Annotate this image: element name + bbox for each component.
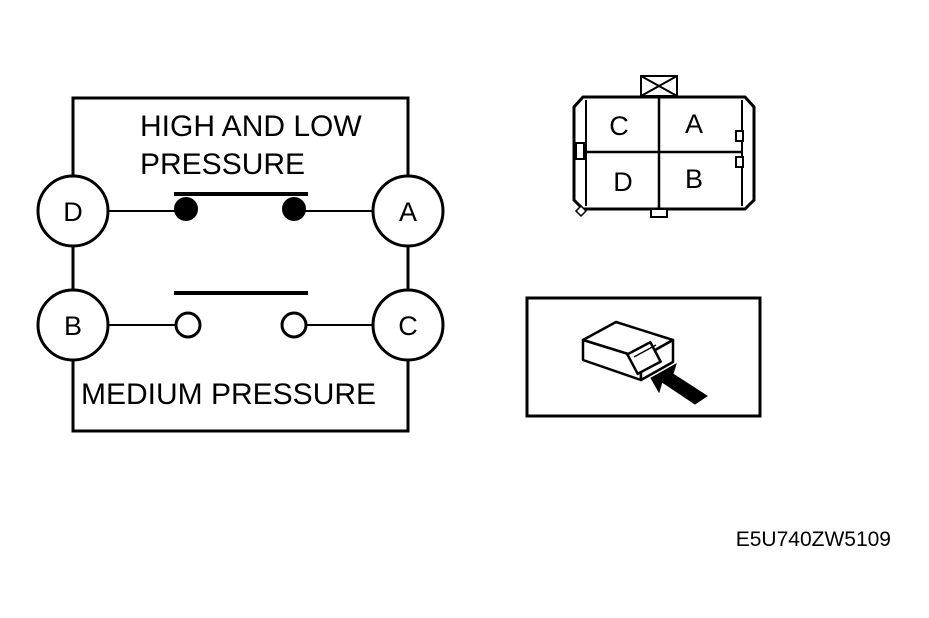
bottom-tab — [650, 208, 668, 218]
connector-cell-labels: C A D B — [609, 109, 703, 197]
terminal-a-circle — [371, 174, 445, 248]
terminal-b-label: B — [64, 311, 82, 341]
side-tab-right-top — [735, 130, 744, 142]
figure-code: E5U740ZW5109 — [736, 528, 891, 551]
high-low-contact-right — [282, 197, 306, 221]
latch-cross-2 — [640, 75, 678, 97]
switch-labels: HIGH AND LOW PRESSURE MEDIUM PRESSURE D … — [63, 110, 418, 411]
side-tab-right-bottom — [735, 156, 744, 168]
schematic-frame — [71, 96, 410, 433]
connector-cell-c: C — [609, 111, 629, 141]
medium-contact-left — [174, 311, 202, 339]
high-low-contact-left — [174, 197, 198, 221]
connector-cell-b: B — [685, 164, 703, 194]
connector-locator-inset — [525, 296, 762, 418]
block-socket — [626, 340, 662, 376]
connector-cell-d: D — [613, 167, 633, 197]
terminal-c-circle — [371, 288, 445, 362]
high-low-label-line1: HIGH AND LOW — [140, 110, 362, 143]
polarity-mark — [574, 204, 588, 218]
medium-contact-right — [280, 311, 308, 339]
side-tab-left — [575, 142, 585, 160]
terminal-a-label: A — [399, 197, 417, 227]
medium-pressure-label: MEDIUM PRESSURE — [81, 378, 376, 411]
terminal-d-circle — [36, 174, 110, 248]
connector-block-icon — [581, 320, 675, 382]
switch-schematic — [36, 96, 445, 433]
terminal-c-label: C — [398, 311, 418, 341]
block-socket-divider — [633, 344, 657, 358]
arrow-icon — [650, 362, 708, 405]
connector-face — [572, 75, 756, 218]
terminal-d-label: D — [63, 197, 83, 227]
terminal-b-circle — [36, 288, 110, 362]
high-low-label-line2: PRESSURE — [140, 148, 305, 181]
connector-cell-a: A — [685, 109, 703, 139]
